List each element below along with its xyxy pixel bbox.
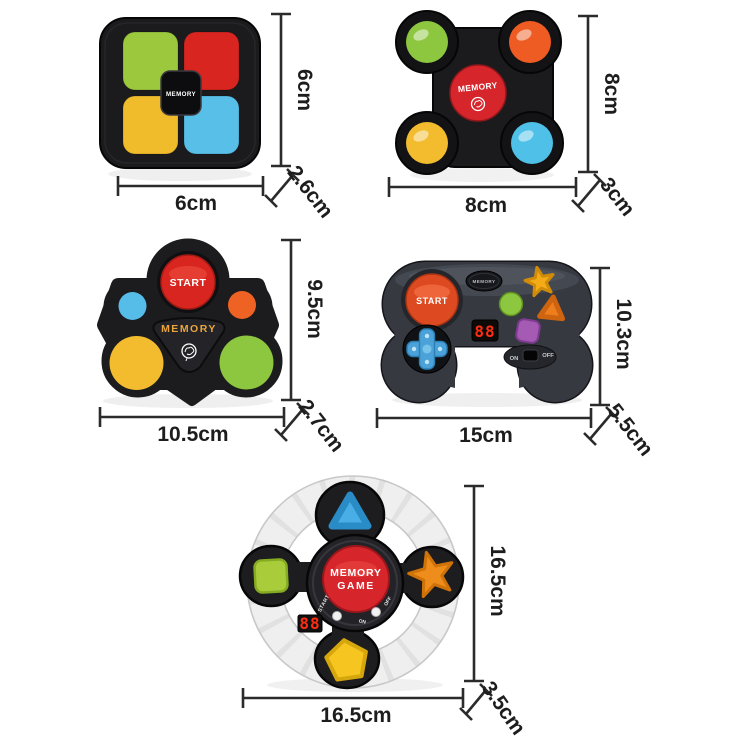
start-label: START bbox=[170, 277, 207, 289]
green-button bbox=[406, 21, 448, 63]
memory-button bbox=[465, 270, 503, 292]
dim-label: 10.5cm bbox=[157, 423, 228, 446]
dim-label: 10.3cm bbox=[612, 298, 635, 369]
memory-label: MEMORY bbox=[457, 80, 498, 94]
yellow-button bbox=[406, 122, 448, 164]
wheel-on-label: ON bbox=[358, 618, 367, 625]
orange-button bbox=[228, 291, 256, 319]
memory-button-rim bbox=[468, 273, 500, 289]
dim-label: 8cm bbox=[600, 73, 623, 115]
button-highlights bbox=[413, 29, 534, 142]
dim-square-pad-height: 6cm bbox=[271, 12, 316, 168]
center-memory-button bbox=[160, 70, 202, 116]
blue-button bbox=[511, 122, 553, 164]
triangle-button bbox=[328, 491, 372, 530]
dim-square-pad-depth: 2.6cm bbox=[264, 161, 338, 223]
pad-bevel bbox=[104, 22, 256, 164]
led-display bbox=[297, 614, 323, 633]
dim-corner-pad-depth: 3cm bbox=[571, 173, 639, 221]
green-button bbox=[219, 335, 274, 390]
switch-on-label: ON bbox=[510, 356, 519, 362]
switch-off-label: OFF bbox=[542, 353, 554, 359]
wheel-off-label: OFF bbox=[383, 596, 393, 607]
switch-toggle bbox=[522, 349, 539, 362]
center-plate bbox=[152, 317, 226, 373]
square-button bbox=[515, 318, 541, 344]
game-controller: START MEMORY 88 ON OFF bbox=[380, 260, 594, 407]
brain-icon bbox=[181, 343, 197, 362]
orange-button bbox=[509, 21, 551, 63]
wheel-title-line2: GAME bbox=[337, 580, 375, 592]
start-dot-button bbox=[332, 611, 342, 621]
dim-label: 3cm bbox=[595, 173, 639, 220]
dim-label: 8cm bbox=[465, 194, 507, 217]
triangle-button bbox=[537, 294, 566, 322]
star-button bbox=[523, 265, 555, 298]
paw-console: START MEMORY bbox=[97, 238, 283, 408]
square-button bbox=[253, 558, 289, 594]
memory-label: MEMORY bbox=[166, 91, 196, 98]
hub-rim bbox=[312, 540, 398, 626]
dim-label: 6cm bbox=[175, 192, 217, 215]
dim-corner-pad-height: 8cm bbox=[578, 14, 623, 174]
dim-label: 16.5cm bbox=[320, 704, 391, 727]
yellow-button bbox=[109, 336, 164, 390]
steering-wheel-game: MEMORY GAME 88 START ON OFF bbox=[238, 475, 465, 692]
led-digits: 88 bbox=[474, 322, 495, 341]
wheel-title-line1: MEMORY bbox=[330, 567, 382, 579]
dim-label: 15cm bbox=[459, 424, 513, 447]
shadow bbox=[108, 167, 252, 181]
memory-label: MEMORY bbox=[473, 279, 496, 284]
dim-label: 9.5cm bbox=[303, 279, 326, 339]
memory-game-button bbox=[322, 545, 390, 613]
button-highlight bbox=[335, 561, 377, 577]
pentagon-button bbox=[324, 638, 368, 682]
corner-button-pad: MEMORY bbox=[395, 10, 564, 182]
star-button bbox=[407, 550, 454, 599]
dim-label: 5.5cm bbox=[603, 399, 658, 460]
memory-label: MEMORY bbox=[161, 323, 217, 335]
dim-label: 3.5cm bbox=[477, 677, 530, 739]
brain-icon bbox=[470, 96, 486, 112]
green-button bbox=[498, 291, 524, 317]
start-highlight bbox=[169, 266, 207, 282]
start-button bbox=[160, 254, 216, 310]
off-dot-button bbox=[371, 607, 381, 617]
start-highlight bbox=[414, 284, 450, 300]
memory-center-button bbox=[449, 64, 507, 122]
led-digits: 88 bbox=[299, 614, 320, 633]
start-label: START bbox=[416, 296, 448, 306]
square-memory-pad: MEMORY bbox=[99, 17, 261, 181]
dim-label: 16.5cm bbox=[486, 545, 509, 616]
blue-button bbox=[118, 292, 147, 320]
dim-label: 2.7cm bbox=[294, 395, 349, 456]
dim-label: 2.6cm bbox=[283, 161, 338, 222]
dpad bbox=[406, 328, 448, 370]
dim-controller-width: 15cm bbox=[375, 408, 593, 447]
led-display bbox=[471, 319, 499, 342]
dim-label: 6cm bbox=[293, 69, 316, 111]
